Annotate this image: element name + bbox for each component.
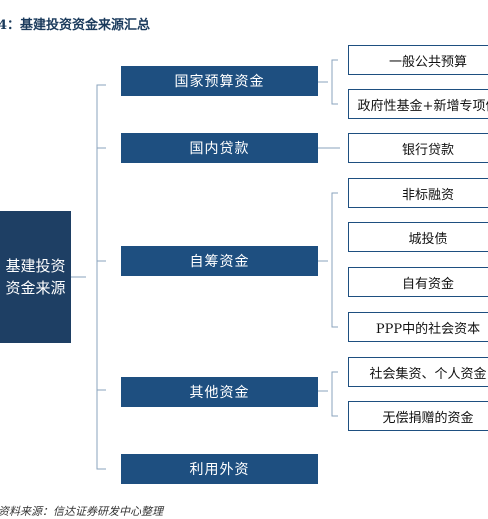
leaf-ppp-social-capital: PPP中的社会资本 (348, 312, 488, 342)
leaf-urban-investment-bond: 城投债 (348, 222, 488, 252)
figure-title: 4：基建投资资金来源汇总 (0, 18, 151, 33)
leaf-general-public-budget: 一般公共预算 (348, 45, 488, 75)
leaf-donations: 无偿捐赠的资金 (348, 401, 488, 431)
leaf-nonstandard-financing: 非标融资 (348, 178, 488, 208)
root-label-line1: 基建投资 (5, 257, 66, 275)
leaf-government-fund: 政府性基金+新增专项债 (348, 89, 488, 119)
category-national-budget: 国家预算资金 (121, 66, 318, 96)
leaf-bank-loan: 银行贷款 (348, 133, 488, 163)
root-label-line2: 资金来源 (5, 279, 66, 297)
leaf-social-fundraising: 社会集资、个人资金 (348, 357, 488, 387)
root-node: 基建投资 资金来源 (0, 211, 71, 343)
source-note: 资料来源：信达证券研发中心整理 (0, 505, 163, 518)
category-other-funds: 其他资金 (121, 377, 318, 407)
category-foreign-capital: 利用外资 (121, 454, 318, 484)
category-self-raised: 自筹资金 (121, 246, 318, 276)
leaf-own-funds: 自有资金 (348, 267, 488, 297)
category-domestic-loan: 国内贷款 (121, 133, 318, 163)
